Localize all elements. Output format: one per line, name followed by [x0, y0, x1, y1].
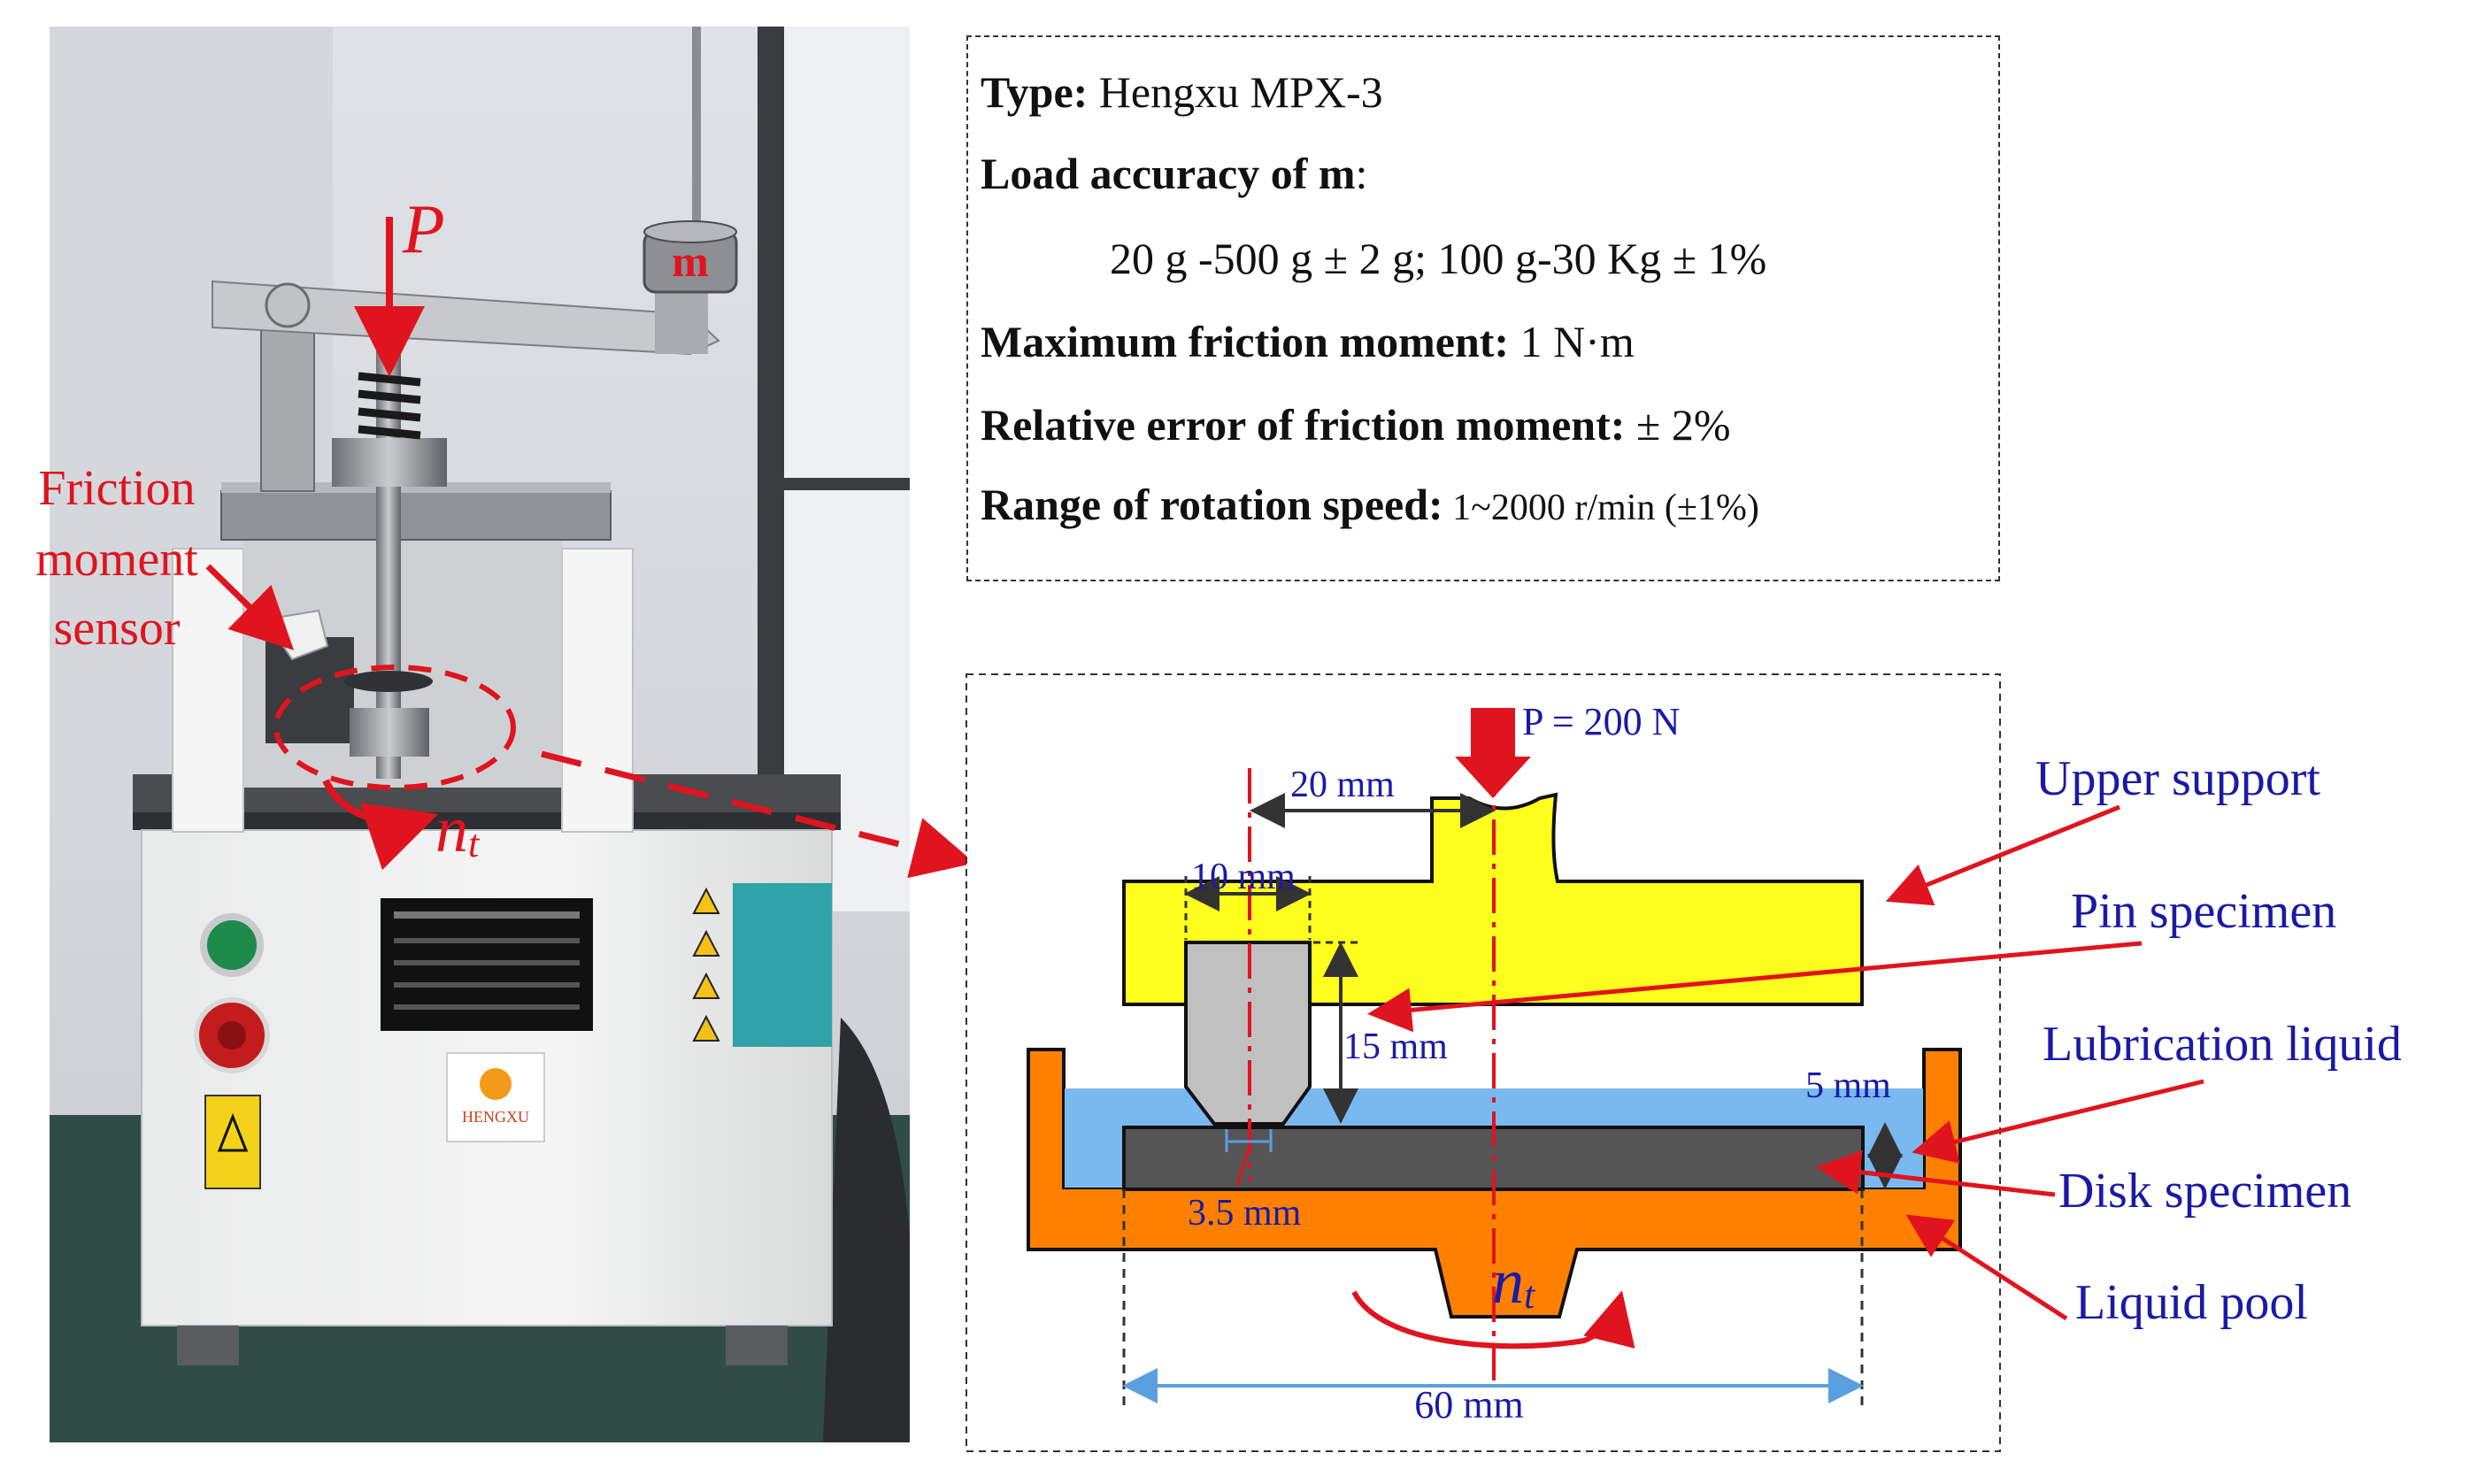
top-plate [220, 490, 612, 541]
weight-top [643, 220, 737, 243]
dim-offset-label: 20 mm [1290, 765, 1395, 805]
window-frame [758, 27, 784, 911]
spring [358, 372, 421, 440]
schematic-diagram: P = 200 N 20 mm 10 mm 15 mm 3.5 mm 5 mm … [1027, 700, 2402, 1426]
dim-disk-label: 60 mm [1414, 1383, 1523, 1426]
lever-pivot-post [260, 304, 315, 492]
sensor-label-line2: moment [35, 532, 198, 587]
callout-disk-specimen-arrow [1816, 1150, 2056, 1197]
window-pane [784, 27, 910, 911]
name-plate-line [394, 938, 580, 943]
dim-tip-label: 3.5 mm [1188, 1193, 1302, 1234]
name-plate-line [394, 982, 580, 988]
mass-label: m [672, 236, 709, 286]
weight-hanger [655, 283, 708, 354]
dim-pin-height-label: 15 mm [1343, 1026, 1448, 1067]
start-button [200, 913, 264, 977]
force-label: P [402, 190, 445, 267]
callout-lubrication-liquid: Lubrication liquid [2043, 1017, 2402, 1072]
name-plate-line [394, 911, 580, 919]
callout-pin-specimen-arrow [1367, 941, 2143, 1033]
spec-load: Load accuracy of m: [981, 149, 1367, 198]
warning-sticker-icon [217, 1112, 249, 1152]
spec-error-label: Relative error of friction moment: [981, 400, 1626, 450]
photo-cable-clutter [823, 1018, 910, 1442]
spindle-collar [332, 438, 447, 487]
spec-error-value: ± 2% [1625, 400, 1731, 450]
sensor-callout-arrow [205, 564, 295, 650]
brand-text: HENGXU [462, 1108, 529, 1126]
callout-liquid-pool: Liquid pool [2075, 1275, 2308, 1330]
sensor-housing [265, 637, 354, 743]
schematic-frame [966, 673, 2001, 1452]
top-plate-edge [221, 482, 611, 493]
dim-pin-width-label: 10 mm [1191, 857, 1296, 897]
warning-sticker [204, 1095, 261, 1189]
spec-type-value: Hengxu MPX-3 [1088, 67, 1383, 117]
callout-upper-support: Upper support [2035, 751, 2320, 806]
callout-lubrication-liquid-arrow [1912, 1079, 2204, 1164]
info-sticker [733, 883, 832, 1047]
lever-pivot [265, 282, 311, 328]
sensor-label-line3: sensor [53, 601, 180, 656]
callout-upper-support-arrow [1885, 804, 2120, 906]
spec-type: Type: Hengxu MPX-3 [981, 67, 1383, 117]
photo-panel: HENGXU m P Friction moment sensor [35, 27, 910, 1442]
cabinet-foot-right [726, 1326, 788, 1365]
spec-speed-label: Range of rotation speed: [981, 480, 1443, 529]
spec-error: Relative error of friction moment: ± 2% [981, 400, 1731, 450]
disk-holder [350, 708, 429, 757]
emergency-stop-center [218, 1021, 246, 1050]
zoom-region-ellipse [273, 665, 516, 790]
spec-load-colon: : [1355, 149, 1368, 198]
spec-moment-label: Maximum friction moment: [981, 317, 1510, 366]
speed-label: nt [1492, 1246, 1536, 1317]
frame-column-right [561, 548, 634, 833]
spec-speed: Range of rotation speed: 1~2000 r/min (±… [981, 480, 1759, 533]
name-plate-line [394, 960, 580, 965]
rotation-arrow [1351, 1290, 1635, 1349]
cabinet-foot-left [177, 1326, 239, 1365]
cabinet-top-edge [133, 812, 841, 830]
window-mullion [784, 478, 910, 490]
load-label: P = 200 N [1522, 700, 1680, 743]
dim-gap-label: 5 mm [1805, 1065, 1891, 1106]
load-arrow-schematic [1455, 708, 1531, 798]
spec-speed-value: 1~2000 r/min (±1%) [1443, 488, 1759, 528]
callout-pin-specimen: Pin specimen [2071, 884, 2336, 939]
spec-load-label: Load accuracy of m [981, 149, 1356, 198]
sensor-label-line1: Friction [38, 461, 195, 516]
specifications-box: Type: Hengxu MPX-3 Load accuracy of m: 2… [966, 35, 2000, 581]
spec-load-value: 20 g -500 g ± 2 g; 100 g-30 Kg ± 1% [1110, 234, 1767, 283]
callout-liquid-pool-arrow [1905, 1214, 2068, 1321]
dim-tip-leader [1235, 1145, 1251, 1187]
spec-moment: Maximum friction moment: 1 N·m [981, 317, 1635, 366]
rod [692, 27, 701, 239]
photo-rotation-arrow [322, 779, 439, 871]
brand-sun-icon [480, 1068, 512, 1100]
disk-holder-upper [344, 671, 433, 692]
spec-moment-value: 1 N·m [1509, 317, 1635, 366]
name-plate-line [394, 1004, 580, 1010]
spec-type-label: Type: [981, 67, 1089, 117]
warning-triangles [692, 887, 720, 1042]
zoom-connector-arrow [541, 750, 975, 879]
callout-disk-specimen: Disk specimen [2058, 1164, 2351, 1219]
photo-speed-label: nt [435, 794, 481, 866]
